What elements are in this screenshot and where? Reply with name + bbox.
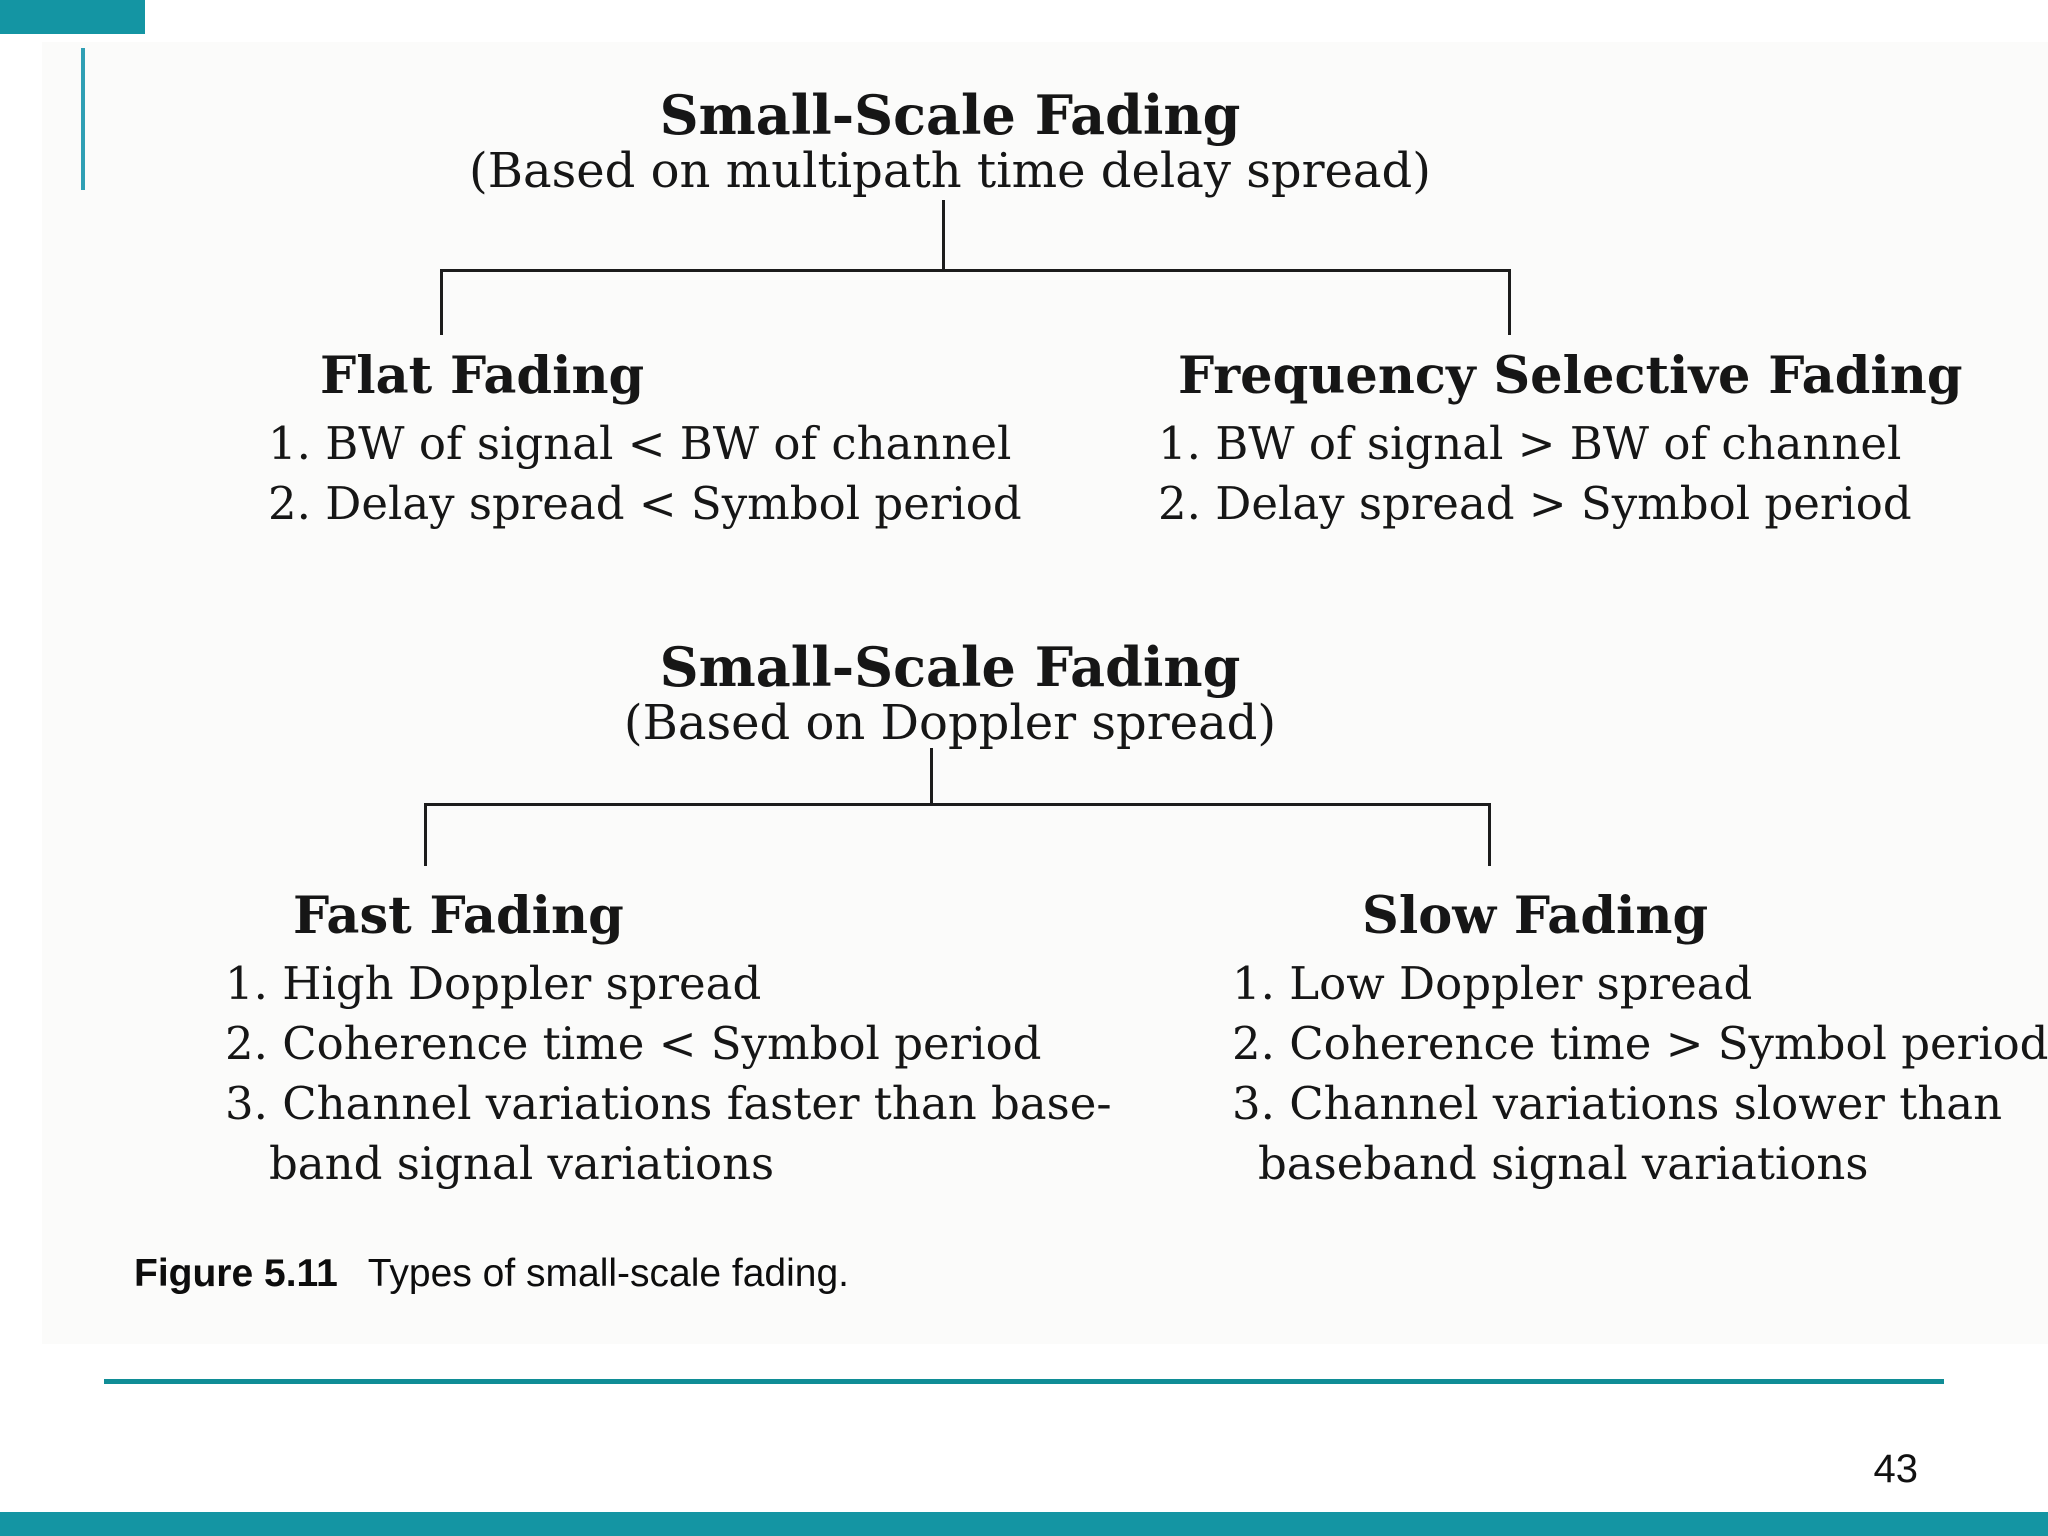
branch-fast-fading: Fast Fading 1. High Doppler spread 2. Co… (225, 884, 1125, 1194)
tree2-horizontal-line (424, 803, 1491, 806)
branch-frequency-selective-fading: Frequency Selective Fading 1. BW of sign… (1158, 344, 2018, 534)
branch-heading-fast-fading: Fast Fading (293, 886, 624, 946)
tree2-title: Small-Scale Fading (659, 635, 1241, 699)
tree2-right-drop-line (1488, 803, 1491, 866)
tree1-subtitle: (Based on multipath time delay spread) (468, 143, 1431, 199)
slow-fading-item-2: 2. Coherence time > Symbol period (1232, 1017, 2048, 1070)
tree2-subtitle: (Based on Doppler spread) (623, 695, 1277, 751)
tree2-stem-line (930, 748, 933, 805)
slow-fading-item-3: 3. Channel variations slower than (1232, 1077, 2003, 1130)
slow-fading-item-1: 1. Low Doppler spread (1232, 957, 1753, 1010)
fast-fading-item-2: 2. Coherence time < Symbol period (225, 1017, 1042, 1070)
fast-fading-item-3-continued: band signal variations (269, 1137, 775, 1190)
fast-fading-item-3: 3. Channel variations faster than base- (225, 1077, 1112, 1130)
footer-divider-line (104, 1379, 1944, 1384)
figure-caption: Figure 5.11 Types of small-scale fading. (134, 1252, 849, 1296)
branch-flat-fading: Flat Fading 1. BW of signal < BW of chan… (268, 344, 1068, 534)
frequency-selective-item-1: 1. BW of signal > BW of channel (1158, 417, 1902, 470)
tree1-left-drop-line (440, 269, 443, 335)
accent-vertical-line (81, 48, 85, 190)
frequency-selective-item-2: 2. Delay spread > Symbol period (1158, 477, 1912, 530)
tree2-left-drop-line (424, 803, 427, 866)
branch-slow-fading: Slow Fading 1. Low Doppler spread 2. Coh… (1232, 884, 2048, 1194)
tree1-stem-line (942, 200, 945, 271)
fast-fading-item-1: 1. High Doppler spread (225, 957, 762, 1010)
flat-fading-item-1: 1. BW of signal < BW of channel (268, 417, 1012, 470)
tree1-title: Small-Scale Fading (659, 83, 1241, 147)
branch-heading-flat-fading: Flat Fading (320, 346, 645, 406)
tree1-horizontal-line (440, 269, 1511, 272)
corner-accent-bar (0, 0, 145, 34)
figure-scan-background (42, 42, 2048, 1344)
branch-heading-frequency-selective-fading: Frequency Selective Fading (1178, 346, 1963, 406)
bottom-accent-bar (0, 1512, 2048, 1536)
figure-caption-text: Types of small-scale fading. (367, 1252, 849, 1295)
page-number: 43 (1873, 1447, 1919, 1491)
figure-caption-label: Figure 5.11 (134, 1252, 338, 1295)
branch-heading-slow-fading: Slow Fading (1362, 886, 1709, 946)
slow-fading-item-3-continued: baseband signal variations (1258, 1137, 1869, 1190)
flat-fading-item-2: 2. Delay spread < Symbol period (268, 477, 1022, 530)
tree1-right-drop-line (1508, 269, 1511, 335)
